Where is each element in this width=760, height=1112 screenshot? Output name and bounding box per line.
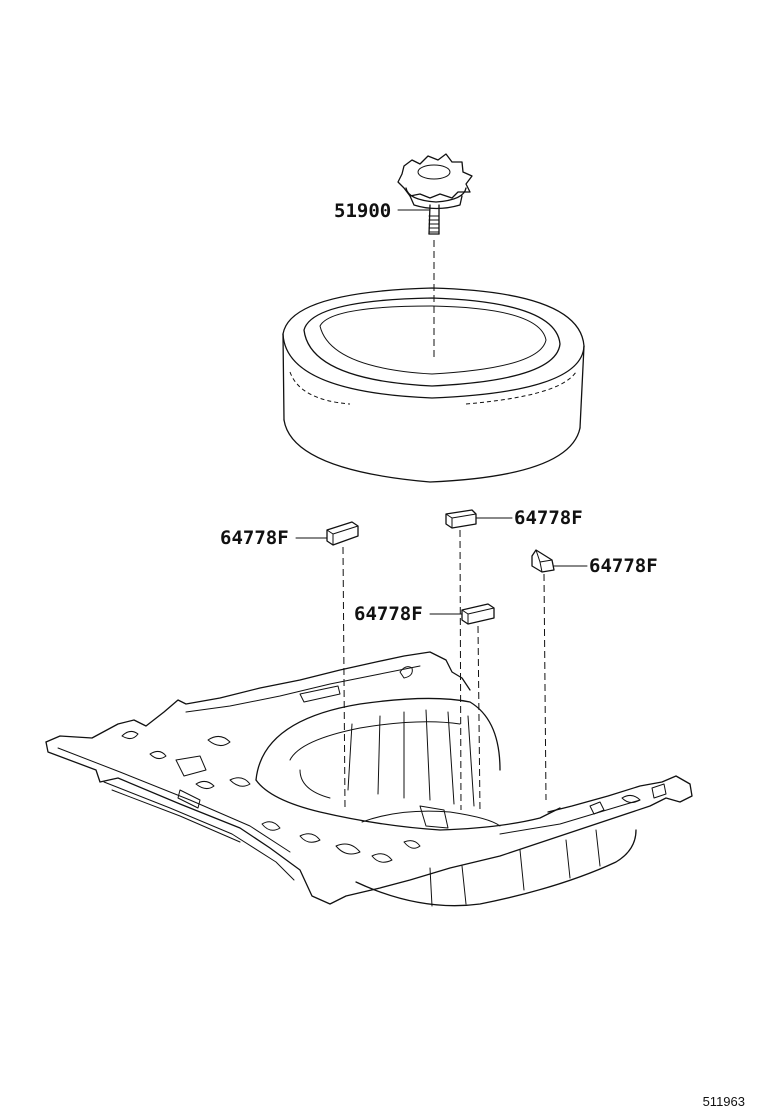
cushion-part-number: 64778F: [514, 507, 583, 529]
cushion-centerline: [459, 529, 462, 811]
hold-down-bolt-icon: [397, 153, 473, 235]
cushion-part-number: 64778F: [220, 527, 289, 549]
cushion-block-icon: [445, 509, 477, 529]
rear-floor-pan-icon: [45, 651, 693, 907]
cushion-block-icon: [461, 603, 495, 625]
cushion-centerline: [342, 546, 346, 809]
page-ref-number: 511963: [703, 1094, 745, 1109]
cushion-centerline: [477, 625, 481, 813]
cushion-part-number: 64778F: [589, 555, 658, 577]
bolt-part-number: 51900: [334, 200, 391, 222]
cushion-block-icon: [326, 521, 359, 546]
cushion-part-number: 64778F: [354, 603, 423, 625]
cushion-centerline: [543, 573, 547, 801]
spare-tire-icon: [282, 287, 585, 483]
cushion-block-icon: [531, 549, 555, 573]
